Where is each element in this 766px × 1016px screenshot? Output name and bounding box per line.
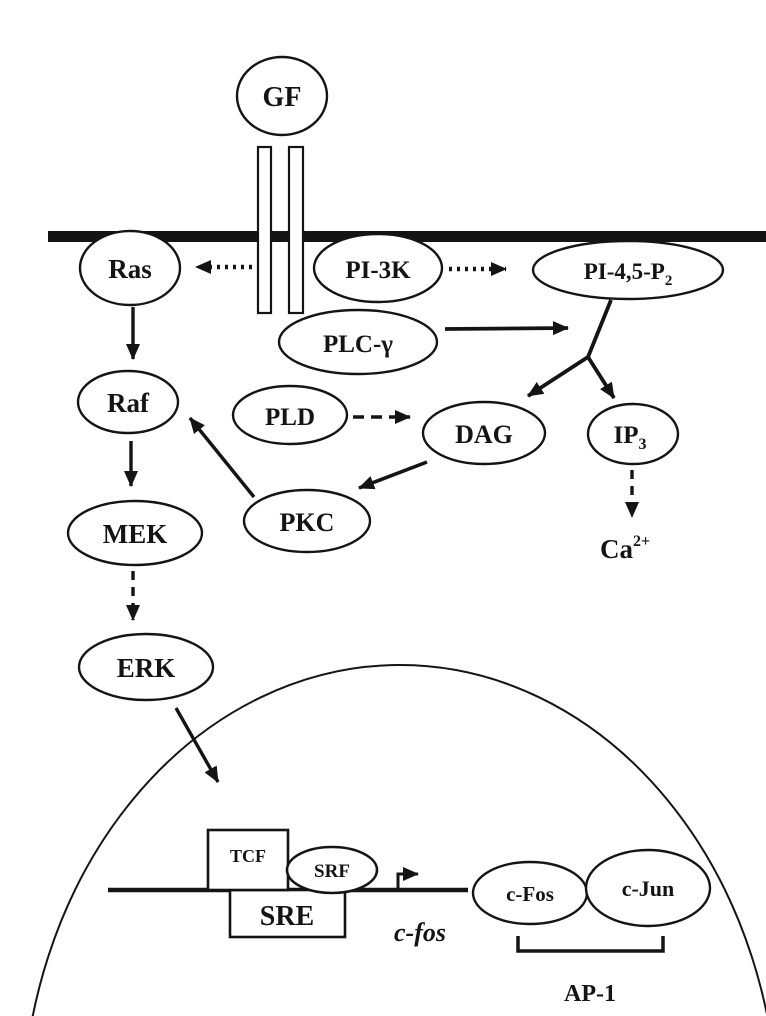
transcription-start-arrow — [396, 867, 419, 891]
node-ip3: IP3 — [586, 402, 680, 466]
node-sre-label: SRE — [260, 901, 314, 932]
node-raf-label: Raf — [107, 388, 150, 418]
node-dag-label: DAG — [455, 420, 513, 449]
node-srf-label: SRF — [314, 861, 350, 882]
nucleus-envelope — [31, 664, 766, 1016]
node-plc-gamma: PLC-γ — [277, 308, 439, 376]
node-mek: MEK — [66, 499, 204, 567]
arrow-fork-to-dag — [526, 355, 590, 398]
node-cfos: c-Fos — [471, 860, 589, 926]
node-ap1-label: AP-1 — [564, 981, 616, 1007]
node-ip3-label: IP3 — [614, 422, 647, 453]
node-pkc: PKC — [242, 488, 372, 554]
node-erk-label: ERK — [117, 653, 176, 683]
node-plc-gamma-label: PLC-γ — [323, 331, 393, 358]
node-gf-label: GF — [263, 82, 302, 113]
node-erk: ERK — [77, 632, 215, 702]
node-gf: GF — [235, 55, 329, 137]
node-cjun: c-Jun — [584, 848, 712, 928]
node-calcium: Ca2+ — [600, 533, 650, 564]
node-ras: Ras — [78, 229, 182, 307]
node-srf: SRF — [285, 845, 379, 895]
arrow-pkc-to-raf — [188, 416, 256, 499]
calcium-base: Ca — [600, 534, 633, 564]
node-pip2-label: PI-4,5-P2 — [584, 259, 673, 289]
arrow-dag-to-pkc — [358, 460, 428, 490]
ap1-bracket — [516, 936, 665, 953]
node-cfos-label: c-Fos — [506, 882, 554, 906]
arrow-fork-to-ip3 — [586, 355, 616, 400]
pip2-subscript: 2 — [665, 273, 673, 289]
node-pld-label: PLD — [265, 404, 315, 431]
pip2-base: PI-4,5-P — [584, 259, 665, 284]
arrow-plcgamma-to-pip2 — [444, 321, 569, 336]
ip3-base: IP — [614, 422, 639, 449]
node-pi3k: PI-3K — [312, 232, 444, 304]
node-pip2: PI-4,5-P2 — [531, 239, 725, 301]
receptor-bar-right — [287, 145, 305, 315]
node-pld: PLD — [231, 384, 349, 446]
node-pkc-label: PKC — [280, 508, 335, 537]
node-tcf-label: TCF — [230, 846, 266, 866]
node-pi3k-label: PI-3K — [345, 257, 411, 284]
ip3-subscript: 3 — [639, 436, 647, 453]
receptor-bar-left — [256, 145, 273, 315]
node-mek-label: MEK — [103, 519, 168, 549]
node-cjun-label: c-Jun — [622, 876, 675, 901]
node-dag: DAG — [421, 400, 547, 466]
node-calcium-label: Ca2+ — [600, 533, 650, 564]
gene-cfos-label: c-fos — [394, 918, 446, 947]
node-sre: SRE — [228, 888, 347, 939]
node-raf: Raf — [76, 369, 180, 435]
node-ras-label: Ras — [108, 254, 152, 284]
arrow-erk-to-nucleus — [174, 707, 220, 783]
node-tcf: TCF — [206, 828, 290, 892]
calcium-superscript: 2+ — [633, 533, 650, 550]
fork-stem-pip2 — [586, 299, 613, 358]
